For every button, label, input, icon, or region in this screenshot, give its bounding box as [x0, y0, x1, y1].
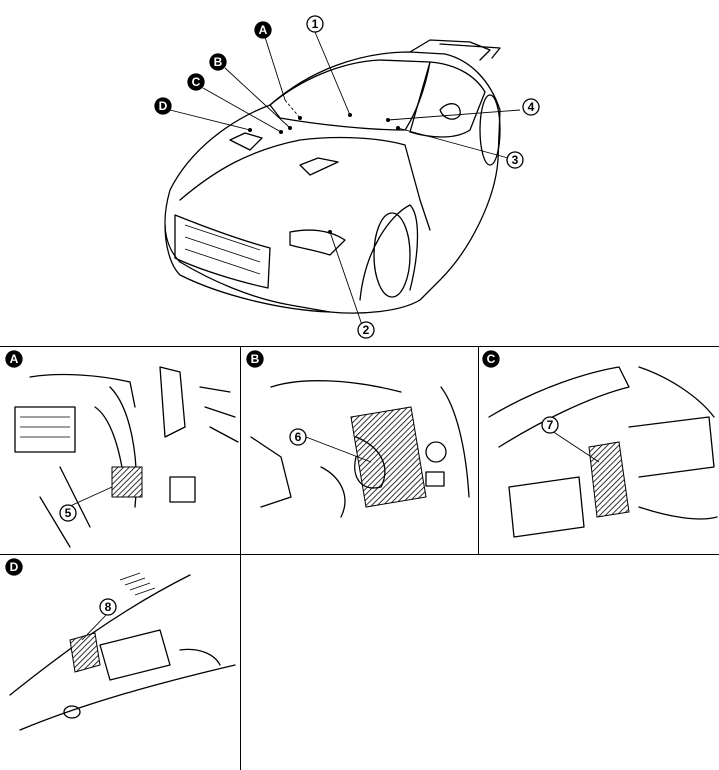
- svg-text:B: B: [214, 55, 223, 69]
- callout-6: 6: [289, 428, 307, 446]
- svg-text:5: 5: [65, 506, 72, 520]
- callout-7: 7: [541, 416, 559, 434]
- svg-text:1: 1: [312, 17, 319, 31]
- callout-a: A: [254, 21, 272, 39]
- svg-text:C: C: [487, 352, 496, 366]
- svg-text:D: D: [159, 99, 168, 113]
- divider-middle: [0, 554, 719, 555]
- detail-panel-a: A 5: [0, 347, 240, 554]
- divider-b-c: [478, 346, 479, 554]
- callout-c: C: [187, 73, 205, 91]
- empty-area: [241, 555, 719, 770]
- callout-2: 2: [357, 321, 375, 339]
- detail-panel-b: B 6: [241, 347, 478, 554]
- panel-label-c: C: [482, 350, 500, 368]
- callout-1: 1: [306, 15, 324, 33]
- svg-text:A: A: [10, 352, 19, 366]
- panel-label-a: A: [5, 350, 23, 368]
- svg-text:D: D: [10, 560, 19, 574]
- detail-panel-d: D 8: [0, 555, 240, 770]
- svg-text:B: B: [251, 352, 260, 366]
- svg-text:3: 3: [512, 153, 519, 167]
- callout-5: 5: [59, 504, 77, 522]
- callout-8: 8: [99, 598, 117, 616]
- callout-3: 3: [506, 151, 524, 169]
- callout-b: B: [209, 53, 227, 71]
- svg-text:2: 2: [363, 323, 370, 337]
- svg-text:8: 8: [105, 600, 112, 614]
- svg-text:7: 7: [547, 418, 554, 432]
- vehicle-overview: 1 2 3 4 A B C D: [0, 0, 719, 346]
- svg-text:A: A: [259, 23, 268, 37]
- panel-label-b: B: [246, 350, 264, 368]
- divider-a-b: [240, 346, 241, 770]
- svg-text:C: C: [192, 75, 201, 89]
- callout-4: 4: [522, 98, 540, 116]
- panel-label-d: D: [5, 558, 23, 576]
- callout-d: D: [154, 97, 172, 115]
- svg-text:6: 6: [295, 430, 302, 444]
- divider-top: [0, 346, 719, 347]
- detail-panel-c: C 7: [479, 347, 719, 554]
- car-illustration: 1 2 3 4 A B C D: [154, 15, 540, 339]
- svg-text:4: 4: [528, 100, 535, 114]
